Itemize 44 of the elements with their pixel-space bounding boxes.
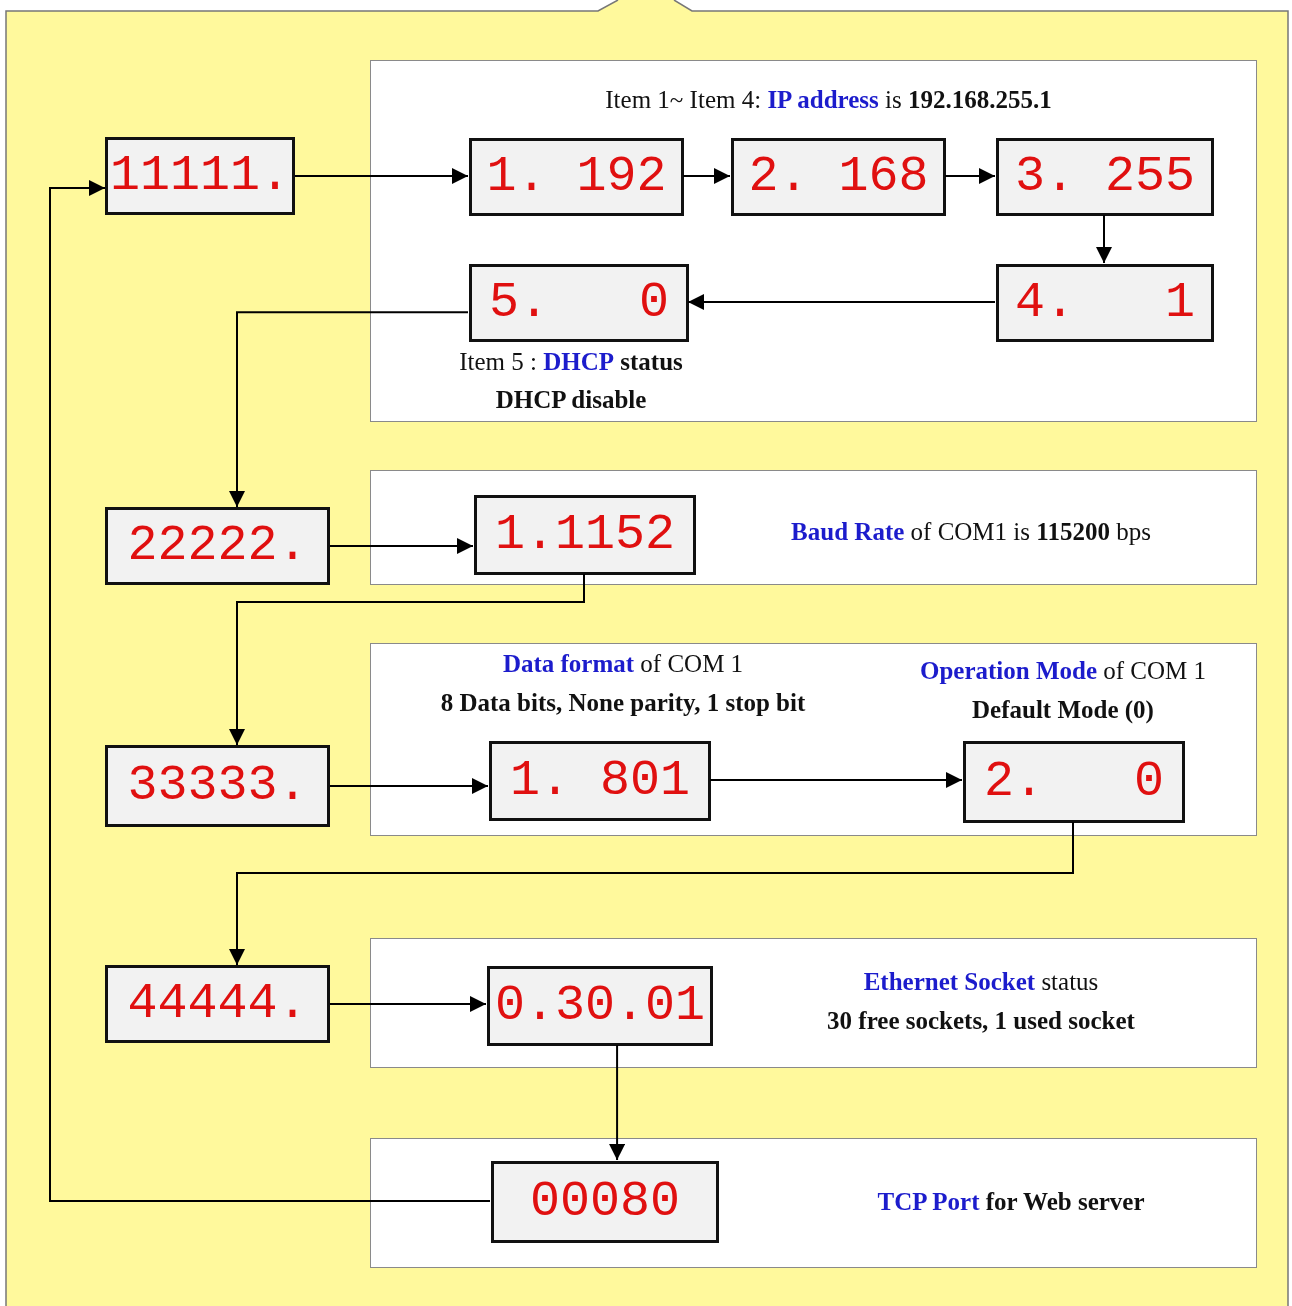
arrow xyxy=(944,168,996,184)
seven-segment-display: 3. 255 xyxy=(996,138,1214,216)
seven-segment-display: 1. 801 xyxy=(489,741,711,821)
seven-segment-display: 2. 0 xyxy=(963,741,1185,823)
arrow xyxy=(329,996,487,1012)
caption-text: Default Mode (0) xyxy=(971,695,1155,725)
caption-text: Data format of COM 1 xyxy=(501,649,745,679)
panel xyxy=(370,938,1257,1068)
seven-segment-display: 4. 1 xyxy=(996,264,1214,342)
caption-text: Ethernet Socket status xyxy=(862,967,1100,997)
seven-segment-display: 5. 0 xyxy=(469,264,689,342)
arrow xyxy=(709,772,963,788)
arrow xyxy=(229,311,469,508)
caption-text: Item 5 : DHCP status xyxy=(458,347,684,377)
arrow xyxy=(294,168,469,184)
panel xyxy=(370,643,1257,836)
caption-text: DHCP disable xyxy=(494,385,648,415)
seven-segment-display: 00080 xyxy=(491,1161,719,1243)
arrow xyxy=(682,168,731,184)
arrow xyxy=(49,180,491,1202)
seven-segment-display: 1. 192 xyxy=(469,138,684,216)
arrow xyxy=(229,821,1074,966)
seven-segment-display: 22222. xyxy=(105,507,330,585)
arrow xyxy=(609,1044,626,1161)
seven-segment-display: 44444. xyxy=(105,965,330,1043)
arrow xyxy=(229,573,585,746)
seven-segment-display: 2. 168 xyxy=(731,138,946,216)
seven-segment-display: 33333. xyxy=(105,745,330,827)
panel xyxy=(370,470,1257,585)
caption-text: 8 Data bits, None parity, 1 stop bit xyxy=(439,688,807,718)
seven-segment-display: 11111. xyxy=(105,137,295,215)
panel xyxy=(370,1138,1257,1268)
seven-segment-display: 1.1152 xyxy=(474,495,696,575)
seven-segment-display: 0.30.01 xyxy=(487,966,713,1046)
arrow xyxy=(687,294,996,310)
arrow xyxy=(329,778,489,794)
caption-text: 30 free sockets, 1 used socket xyxy=(826,1006,1136,1036)
arrow xyxy=(1096,214,1112,264)
caption-text: Baud Rate of COM1 is 115200 bps xyxy=(790,517,1152,547)
caption-text: Operation Mode of COM 1 xyxy=(918,656,1208,686)
arrow xyxy=(329,538,474,554)
caption-text: TCP Port for Web server xyxy=(876,1187,1146,1217)
panel xyxy=(370,60,1257,422)
caption-text: Item 1~ Item 4: IP address is 192.168.255.1 xyxy=(604,85,1053,115)
